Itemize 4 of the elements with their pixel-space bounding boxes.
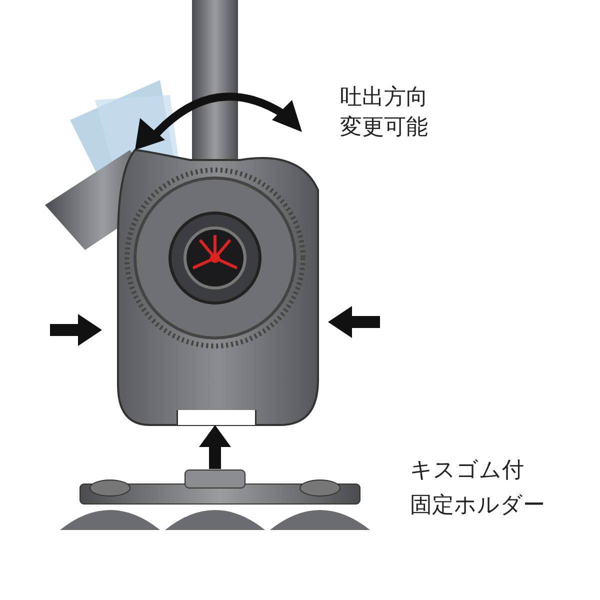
callout-text: 変更可能 <box>340 115 428 142</box>
callout-text: キスゴム付 <box>410 458 524 484</box>
callout-text: 吐出方向 <box>340 85 428 112</box>
callout-text: 固定ホルダー <box>410 493 545 520</box>
